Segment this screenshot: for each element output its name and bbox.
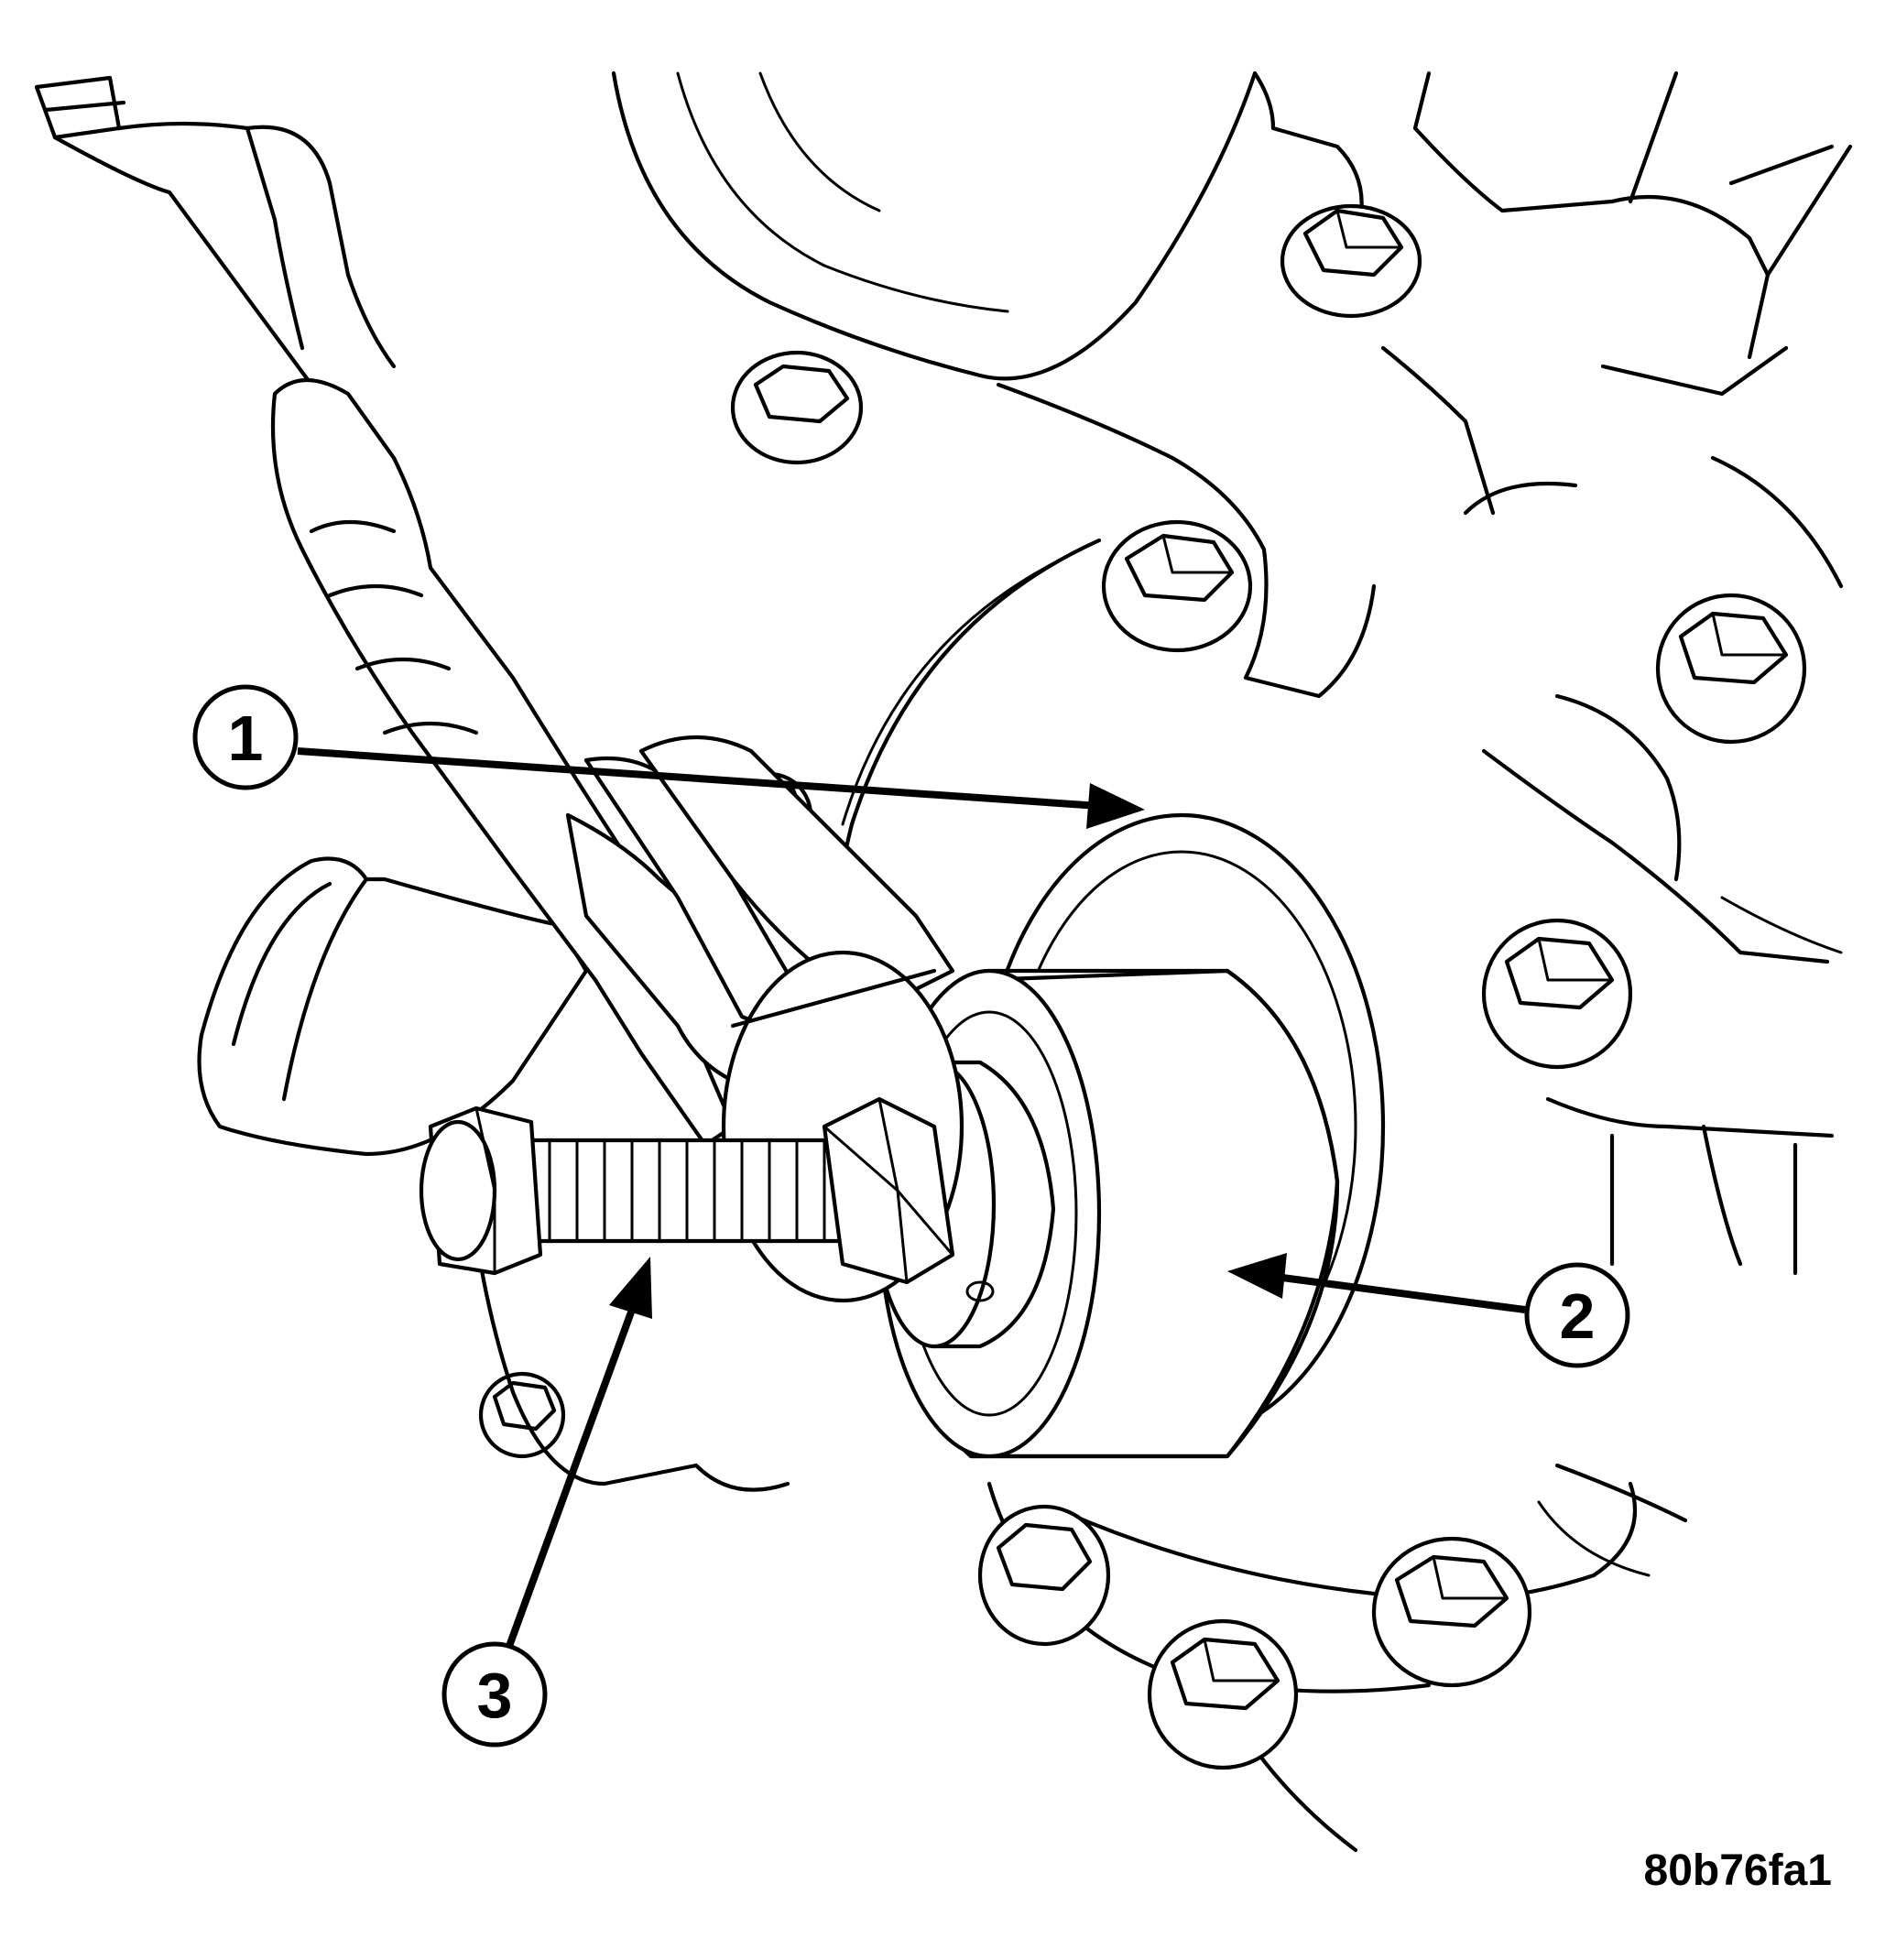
callout-2: 2 <box>1524 1262 1630 1368</box>
callout-number-1: 1 <box>228 702 264 774</box>
arrowhead-1 <box>1086 783 1145 829</box>
callout-number-3: 3 <box>477 1660 513 1731</box>
leader-line-2 <box>1281 1274 1526 1313</box>
bolt-head <box>1371 1536 1532 1688</box>
callout-leaders <box>297 747 1526 1650</box>
callout-3: 3 <box>441 1641 548 1748</box>
figure-id-label: 80b76fa1 <box>1644 1846 1832 1895</box>
bolt-head <box>1481 918 1633 1070</box>
engine-housing <box>34 71 1853 1853</box>
callout-1: 1 <box>192 684 299 790</box>
bolt-head <box>1280 203 1422 319</box>
arrowhead-3 <box>609 1257 652 1319</box>
bolt-head <box>1101 519 1253 653</box>
pulley-bolt <box>419 1096 955 1285</box>
bolt-head <box>977 1504 1111 1647</box>
leader-line-3 <box>505 1308 636 1650</box>
leader-line-1 <box>297 747 1100 810</box>
cover-bolts <box>478 203 1807 1770</box>
bolt-head <box>1147 1618 1299 1770</box>
bolt-head <box>1655 593 1807 745</box>
arrowhead-2 <box>1227 1253 1287 1299</box>
bolt-head <box>730 350 864 465</box>
callout-number-2: 2 <box>1560 1280 1596 1352</box>
